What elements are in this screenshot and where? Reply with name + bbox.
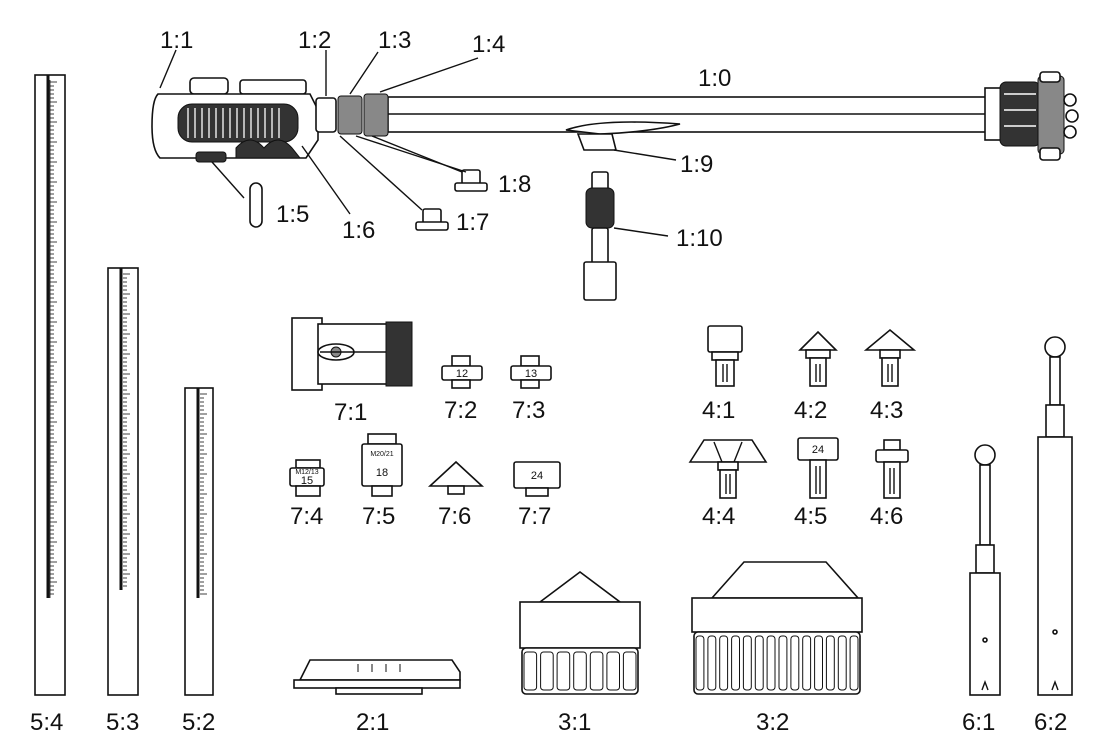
adapter-7-4-marking: 15 <box>301 475 313 487</box>
adapter-4-1 <box>707 325 743 387</box>
label-4-2: 4:2 <box>794 397 827 424</box>
cone-3-1 <box>519 571 641 695</box>
label-1-6: 1:6 <box>342 217 375 244</box>
cone-rib <box>814 635 823 691</box>
cone-rib <box>802 635 812 691</box>
pointer-1-10 <box>583 171 617 301</box>
level-7-1 <box>291 317 413 391</box>
label-4-6: 4:6 <box>870 503 903 530</box>
leader-lines <box>159 49 677 237</box>
labels: 1:1 1:2 1:3 1:4 1:0 1:5 1:6 1:7 1:8 1:9 … <box>30 27 1067 736</box>
label-1-8: 1:8 <box>498 171 531 198</box>
label-7-4: 7:4 <box>290 503 323 530</box>
adapter-7-3: 13 <box>510 355 552 389</box>
adapter-7-3-marking: 13 <box>525 368 537 380</box>
label-1-7: 1:7 <box>456 209 489 236</box>
slider-1-9 <box>565 121 681 151</box>
adapter-4-5: 24 <box>797 437 839 499</box>
adapter-7-5: M20/21 18 <box>361 433 403 497</box>
label-3-1: 3:1 <box>558 709 591 736</box>
adapter-4-5-marking: 24 <box>812 444 824 456</box>
cone-rib <box>731 635 740 691</box>
ruler-5-3 <box>107 267 139 696</box>
cone-rib <box>707 635 717 691</box>
end-cap <box>984 71 1079 161</box>
pin-1-5 <box>249 182 263 228</box>
label-7-3: 7:3 <box>512 397 545 424</box>
label-7-7: 7:7 <box>518 503 551 530</box>
cone-rib <box>622 651 637 691</box>
label-7-2: 7:2 <box>444 397 477 424</box>
cone-rib <box>849 635 859 691</box>
adapter-7-4-small-marking: M12/13 <box>295 469 318 476</box>
label-1-2: 1:2 <box>298 27 331 54</box>
cone-rib <box>719 635 729 691</box>
cone-rib <box>790 635 800 691</box>
cone-rib <box>825 635 835 691</box>
cap-1-7 <box>415 208 449 231</box>
label-1-3: 1:3 <box>378 27 411 54</box>
label-1-10: 1:10 <box>676 225 723 252</box>
label-3-2: 3:2 <box>756 709 789 736</box>
pole-6-2 <box>1037 336 1073 696</box>
cone-rib <box>523 651 538 691</box>
label-1-5: 1:5 <box>276 201 309 228</box>
label-1-0: 1:0 <box>698 65 731 92</box>
cone-3-2 <box>691 561 863 695</box>
cone-rib <box>837 635 847 691</box>
label-7-5: 7:5 <box>362 503 395 530</box>
label-4-1: 4:1 <box>702 397 735 424</box>
adapter-7-6 <box>427 460 485 495</box>
label-4-5: 4:5 <box>794 503 827 530</box>
label-7-1: 7:1 <box>334 399 367 426</box>
label-6-1: 6:1 <box>962 709 995 736</box>
adapter-7-2: 12 <box>441 355 483 389</box>
handle-body <box>151 77 319 163</box>
cone-rib <box>573 651 587 691</box>
label-6-2: 6:2 <box>1034 709 1067 736</box>
adapter-7-7: 24 <box>513 461 561 497</box>
base-2-1 <box>293 659 461 695</box>
label-5-4: 5:4 <box>30 709 63 736</box>
ring-1-3 <box>337 95 363 135</box>
cone-rib <box>766 635 776 691</box>
label-5-2: 5:2 <box>182 709 215 736</box>
ruler-5-4 <box>34 74 66 696</box>
adapter-4-2 <box>798 330 838 387</box>
cone-rib <box>589 651 604 691</box>
label-2-1: 2:1 <box>356 709 389 736</box>
label-1-9: 1:9 <box>680 151 713 178</box>
label-5-3: 5:3 <box>106 709 139 736</box>
adapter-7-2-marking: 12 <box>456 368 468 380</box>
main-tool-assembly <box>151 49 1079 301</box>
cap-1-8 <box>454 169 488 192</box>
cone-rib <box>778 635 788 691</box>
label-4-3: 4:3 <box>870 397 903 424</box>
ring-1-2 <box>315 97 337 133</box>
adapter-7-4: M12/13 15 <box>289 459 325 497</box>
adapter-7-5-marking: 18 <box>376 467 388 479</box>
ring-1-4 <box>363 93 389 137</box>
adapter-4-4 <box>688 439 768 499</box>
cone-rib <box>754 635 764 691</box>
label-4-4: 4:4 <box>702 503 735 530</box>
cone-rib <box>742 635 752 691</box>
label-1-1: 1:1 <box>160 27 193 54</box>
cone-rib <box>606 651 621 691</box>
label-1-4: 1:4 <box>472 31 505 58</box>
cone-rib <box>540 651 554 691</box>
label-7-6: 7:6 <box>438 503 471 530</box>
cone-rib <box>695 635 705 691</box>
adapter-7-5-small-marking: M20/21 <box>370 451 393 458</box>
cone-rib <box>556 651 571 691</box>
adapter-7-7-marking: 24 <box>531 470 543 482</box>
ruler-5-2 <box>184 387 214 696</box>
adapter-4-3 <box>863 328 917 387</box>
pole-6-1 <box>969 444 1001 696</box>
adapter-4-6 <box>875 439 909 499</box>
